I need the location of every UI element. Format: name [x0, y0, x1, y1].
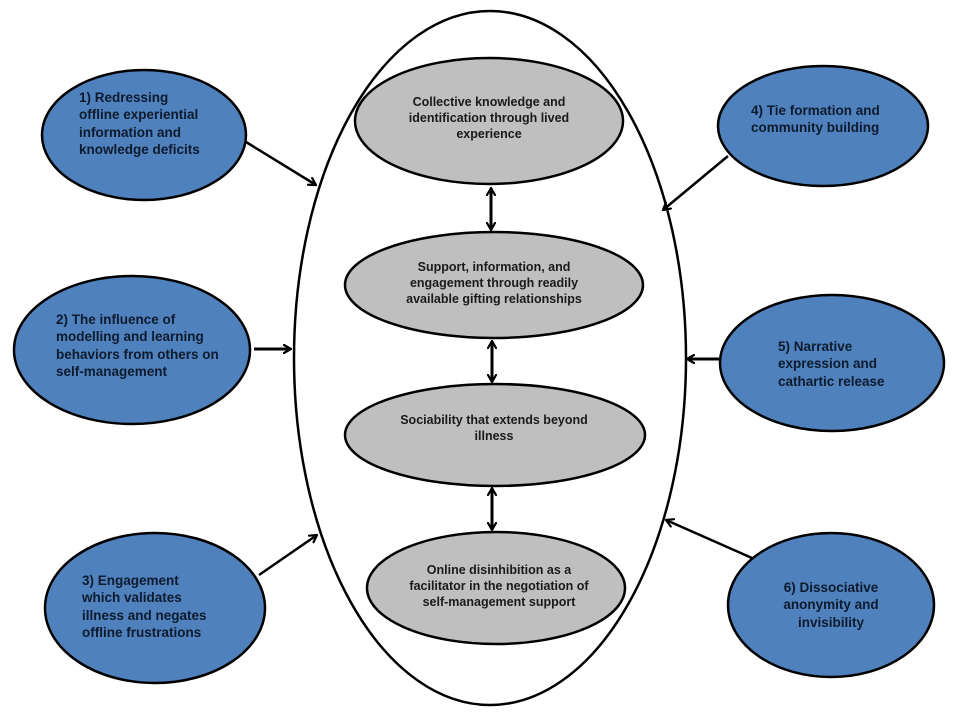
label-line: facilitator in the negotiation of [409, 579, 589, 593]
label-line: modelling and learning [56, 329, 204, 345]
label-line: behaviors from others on [56, 346, 219, 362]
outer-node-redressing [40, 68, 248, 202]
label-line: which validates [82, 590, 182, 606]
arrow-tie-formation-to-container [663, 155, 729, 210]
inner-label-support-information: Support, information, and engagement thr… [379, 259, 609, 307]
outer-label-narrative: 5) Narrative expression and cathartic re… [778, 338, 928, 390]
outer-label-tie-formation: 4) Tie formation and community building [751, 102, 921, 137]
inner-node-support-information [343, 230, 645, 340]
arrow-engagement-to-container [258, 535, 317, 577]
label-line: 2) The influence of [56, 312, 176, 327]
inner-label-sociability: Sociability that extends beyond illness [379, 412, 609, 444]
label-line: expression and [778, 356, 878, 372]
label-line: identification through lived [408, 111, 570, 125]
inner-label-online-disinhibition: Online disinhibition as a facilitator in… [384, 562, 614, 610]
label-line: experience [456, 127, 522, 141]
label-line: self-management [56, 363, 168, 379]
label-line: 3) Engagement [82, 573, 179, 588]
outer-label-modelling: 2) The influence of modelling and learni… [56, 311, 246, 380]
label-line: Online disinhibition as a [426, 563, 572, 577]
label-line: offline experiential [79, 107, 199, 123]
label-line: self-management support [422, 595, 576, 609]
label-line: knowledge deficits [79, 141, 200, 157]
outer-node-engagement [43, 531, 267, 685]
outer-label-engagement: 3) Engagement which validates illness an… [82, 572, 252, 641]
inner-node-collective-knowledge [353, 56, 625, 186]
arrow-dissociative-to-container [666, 520, 753, 560]
outer-node-narrative [718, 293, 946, 433]
label-line: offline frustrations [82, 624, 202, 640]
outer-label-dissociative: 6) Dissociative anonymity and invisibili… [761, 579, 901, 631]
label-line: Sociability that extends beyond [400, 413, 588, 427]
label-line: invisibility [797, 614, 865, 630]
label-line: community building [751, 120, 880, 136]
outer-node-tie-formation [716, 64, 930, 188]
label-line: 5) Narrative [778, 339, 853, 354]
inner-node-sociability [343, 382, 647, 488]
label-line: cathartic release [778, 373, 885, 389]
arrow-redressing-to-container [245, 140, 316, 185]
outer-node-dissociative [726, 531, 936, 679]
label-line: anonymity and [783, 597, 879, 613]
label-line: information and [79, 124, 181, 140]
label-line: Support, information, and [417, 260, 571, 274]
label-line: 4) Tie formation and [751, 103, 880, 118]
label-line: engagement through readily [409, 276, 579, 290]
inner-label-collective-knowledge: Collective knowledge and identification … [379, 94, 599, 142]
inner-node-online-disinhibition [365, 530, 627, 646]
label-line: illness and negates [82, 607, 207, 623]
label-line: illness [474, 429, 514, 443]
outer-label-redressing: 1) Redressing offline experiential infor… [79, 89, 249, 158]
label-line: 1) Redressing [79, 90, 169, 105]
label-line: Collective knowledge and [412, 95, 566, 109]
outer-node-modelling [12, 274, 252, 426]
label-line: available gifting relationships [406, 292, 582, 306]
label-line: 6) Dissociative [783, 580, 879, 595]
